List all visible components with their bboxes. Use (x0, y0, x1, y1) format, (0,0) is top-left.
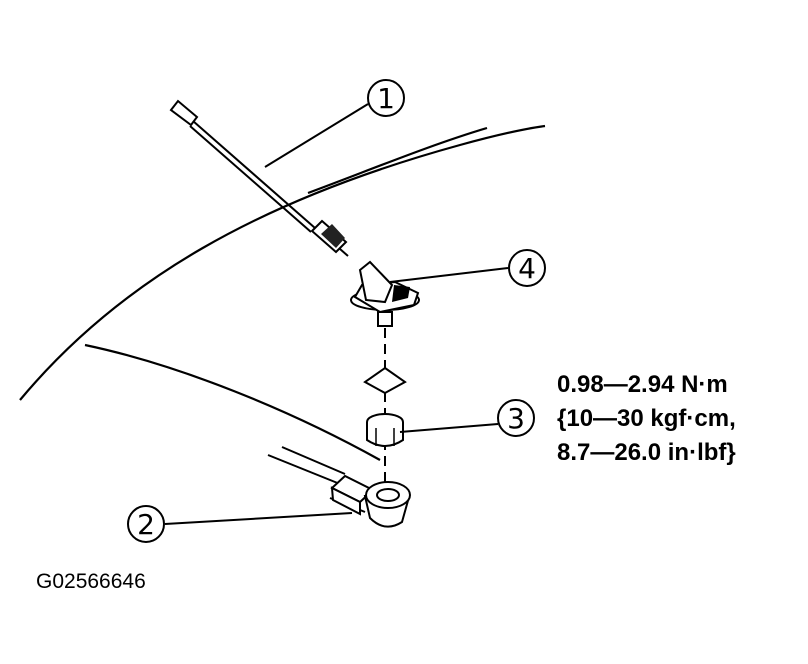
callout-2-label: 2 (137, 508, 155, 541)
callout-3: 3 (497, 399, 535, 437)
torque-spec-line-3: 8.7—26.0 in·lbf} (557, 439, 736, 466)
antenna-nut (366, 413, 404, 447)
torque-spec-line-1: 0.98—2.94 N·m (557, 371, 728, 398)
callout-1-label: 1 (377, 82, 395, 115)
antenna-base (350, 260, 420, 327)
torque-spec: 0.98—2.94 N·m {10—30 kgf·cm, 8.7—26.0 in… (557, 371, 736, 466)
feeder-connector (330, 474, 411, 528)
callout-2: 2 (127, 505, 165, 543)
leader-lines (164, 103, 509, 525)
figure-id: G02566646 (36, 570, 146, 593)
seal-washer (363, 366, 407, 395)
callout-4: 4 (508, 249, 546, 287)
callout-1: 1 (367, 79, 405, 117)
antenna-mast (169, 99, 349, 257)
torque-spec-line-2: {10—30 kgf·cm, (557, 405, 736, 432)
callout-4-label: 4 (518, 252, 536, 285)
vehicle-body-outline (19, 124, 546, 513)
callout-3-label: 3 (507, 402, 525, 435)
